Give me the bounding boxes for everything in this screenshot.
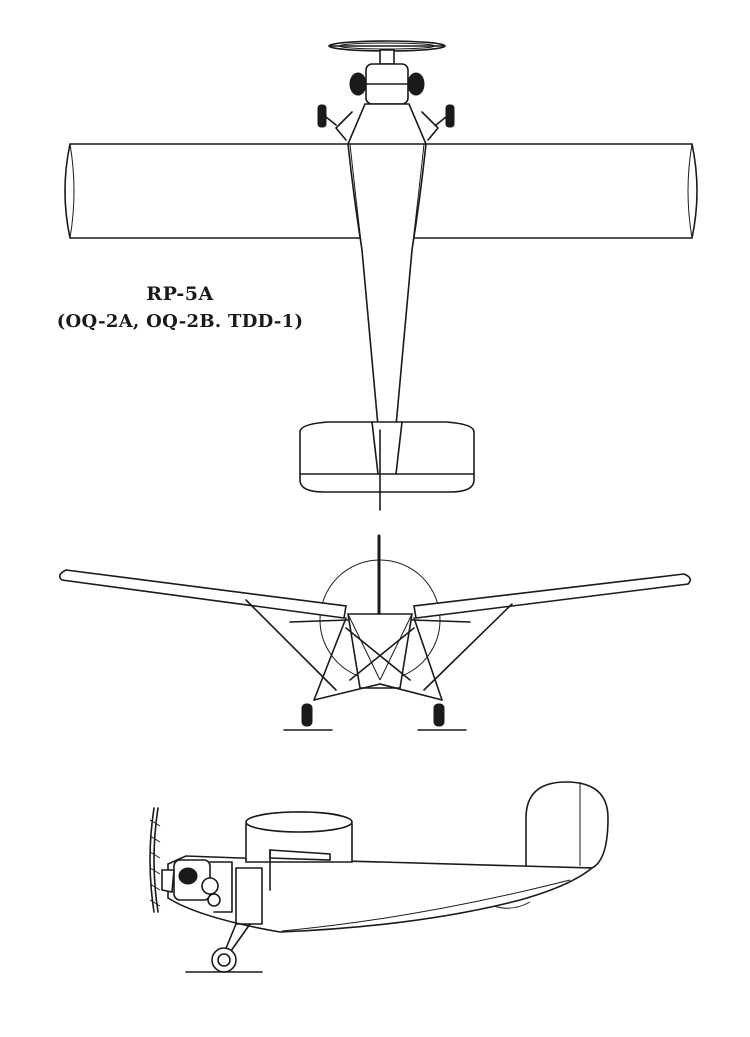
top-view-horizontal-tail: [300, 422, 474, 510]
side-view-tail-fin: [526, 782, 608, 868]
side-view-landing-gear: [186, 868, 262, 972]
side-view-fuselage: [168, 856, 592, 932]
aircraft-variants: (OQ-2A, OQ-2B. TDD-1): [56, 311, 304, 332]
side-view-propeller: [150, 808, 160, 912]
aircraft-designation: RP-5A: [146, 283, 214, 305]
front-view-fuselage: [348, 614, 412, 688]
top-view-propeller: [329, 41, 445, 64]
side-view-engine: [162, 860, 232, 912]
top-view: [65, 41, 697, 510]
top-view-fuselage: [348, 104, 426, 470]
front-view-landing-gear: [284, 618, 466, 730]
front-view-wings: [60, 570, 691, 618]
side-view-wing-root: [270, 850, 330, 890]
side-view: [150, 782, 608, 972]
top-view-landing-gear: [318, 105, 454, 140]
front-view: [60, 536, 691, 730]
front-view-struts: [246, 600, 512, 690]
top-view-engine: [350, 64, 424, 104]
